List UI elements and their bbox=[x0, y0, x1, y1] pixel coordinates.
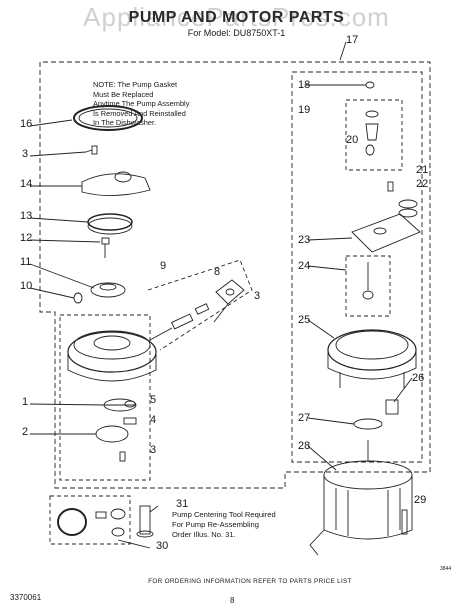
centering-tool-note: Pump Centering Tool Required For Pump Re… bbox=[172, 510, 312, 540]
pump-subassembly-box bbox=[59, 314, 151, 481]
part-18 bbox=[365, 81, 375, 89]
callout-12: 12 bbox=[20, 232, 33, 244]
screw-29 bbox=[401, 509, 408, 535]
motor-subassembly-box bbox=[291, 71, 423, 463]
part-19 bbox=[345, 99, 403, 171]
callout-27: 27 bbox=[298, 412, 311, 424]
callout-10: 10 bbox=[20, 280, 33, 292]
pump-housing-14 bbox=[81, 173, 151, 197]
part-26 bbox=[385, 399, 399, 415]
callout-31: 31 bbox=[176, 498, 189, 510]
callout-17: 17 bbox=[346, 34, 359, 46]
part-20 bbox=[365, 144, 375, 156]
callout-14: 14 bbox=[20, 178, 33, 190]
tool-note-line: For Pump Re-Assembling bbox=[172, 520, 259, 529]
callout-3: 3 bbox=[22, 148, 29, 160]
part-21 bbox=[387, 181, 394, 192]
callout-4: 4 bbox=[150, 414, 157, 426]
callout-1: 1 bbox=[22, 396, 29, 408]
callout-11: 11 bbox=[20, 256, 32, 268]
callout-30: 30 bbox=[156, 540, 169, 552]
motor-mount-25 bbox=[327, 329, 417, 371]
pump-cover-8 bbox=[215, 279, 245, 305]
cap-10 bbox=[73, 292, 83, 304]
model-subtitle: For Model: DU8750XT-1 bbox=[187, 28, 286, 38]
callout-22: 22 bbox=[416, 178, 429, 190]
part-24 bbox=[345, 255, 391, 317]
document-number: 3370061 bbox=[10, 593, 42, 602]
pump-base bbox=[67, 331, 157, 373]
callout-20: 20 bbox=[346, 134, 359, 146]
assembly-outline bbox=[39, 61, 431, 489]
callout-3b: 3 bbox=[254, 290, 261, 302]
callout-3c: 3 bbox=[150, 444, 157, 456]
callout-29: 29 bbox=[414, 494, 427, 506]
mounting-plate-23 bbox=[351, 213, 421, 253]
callout-16: 16 bbox=[20, 118, 33, 130]
centering-tool-31 bbox=[139, 505, 151, 535]
screw-3b bbox=[119, 451, 126, 462]
motor-28 bbox=[323, 460, 413, 490]
callout-28: 28 bbox=[298, 440, 311, 452]
shaft-9 bbox=[171, 313, 194, 330]
callout-21: 21 bbox=[416, 164, 429, 176]
drawing-id: 3844 bbox=[440, 566, 452, 572]
part-22 bbox=[398, 199, 418, 209]
seal-kit-box bbox=[49, 495, 131, 545]
callout-18: 18 bbox=[298, 79, 311, 91]
callout-19: 19 bbox=[298, 104, 311, 116]
page-number: 8 bbox=[230, 596, 235, 605]
page-title: PUMP AND MOTOR PARTS bbox=[128, 9, 345, 26]
seal-ring-30 bbox=[57, 508, 87, 536]
callout-9: 9 bbox=[160, 260, 167, 272]
impeller-11 bbox=[90, 282, 126, 298]
pump-gasket-16 bbox=[73, 105, 143, 131]
o-ring-13 bbox=[87, 213, 133, 231]
callout-5: 5 bbox=[150, 394, 157, 406]
callout-8: 8 bbox=[214, 266, 221, 278]
note-line: Anytime The Pump Assembly bbox=[93, 99, 190, 109]
watermark: AppliancePartsPros.com bbox=[83, 2, 390, 32]
tool-note-line: Pump Centering Tool Required bbox=[172, 510, 276, 519]
impeller-kit-bracket bbox=[147, 259, 253, 351]
callout-24: 24 bbox=[298, 260, 311, 272]
callout-13: 13 bbox=[20, 210, 33, 222]
callout-2: 2 bbox=[22, 426, 29, 438]
screw-3 bbox=[85, 149, 93, 153]
part-5 bbox=[124, 400, 136, 408]
callout-23: 23 bbox=[298, 234, 311, 246]
disc-27 bbox=[353, 418, 383, 430]
ordering-footnote: FOR ORDERING INFORMATION REFER TO PARTS … bbox=[148, 578, 352, 585]
part-4 bbox=[123, 417, 137, 425]
note-line: Must Be Replaced bbox=[93, 89, 154, 99]
bolt-12 bbox=[101, 237, 110, 245]
callout-25: 25 bbox=[298, 314, 311, 326]
tool-note-line: Order Illus. No. 31. bbox=[172, 530, 236, 539]
note-line: In The Dishwasher. bbox=[93, 118, 157, 128]
housing-2 bbox=[95, 425, 129, 443]
callout-26: 26 bbox=[412, 372, 425, 384]
note-line: NOTE: The Pump Gasket bbox=[93, 80, 178, 89]
